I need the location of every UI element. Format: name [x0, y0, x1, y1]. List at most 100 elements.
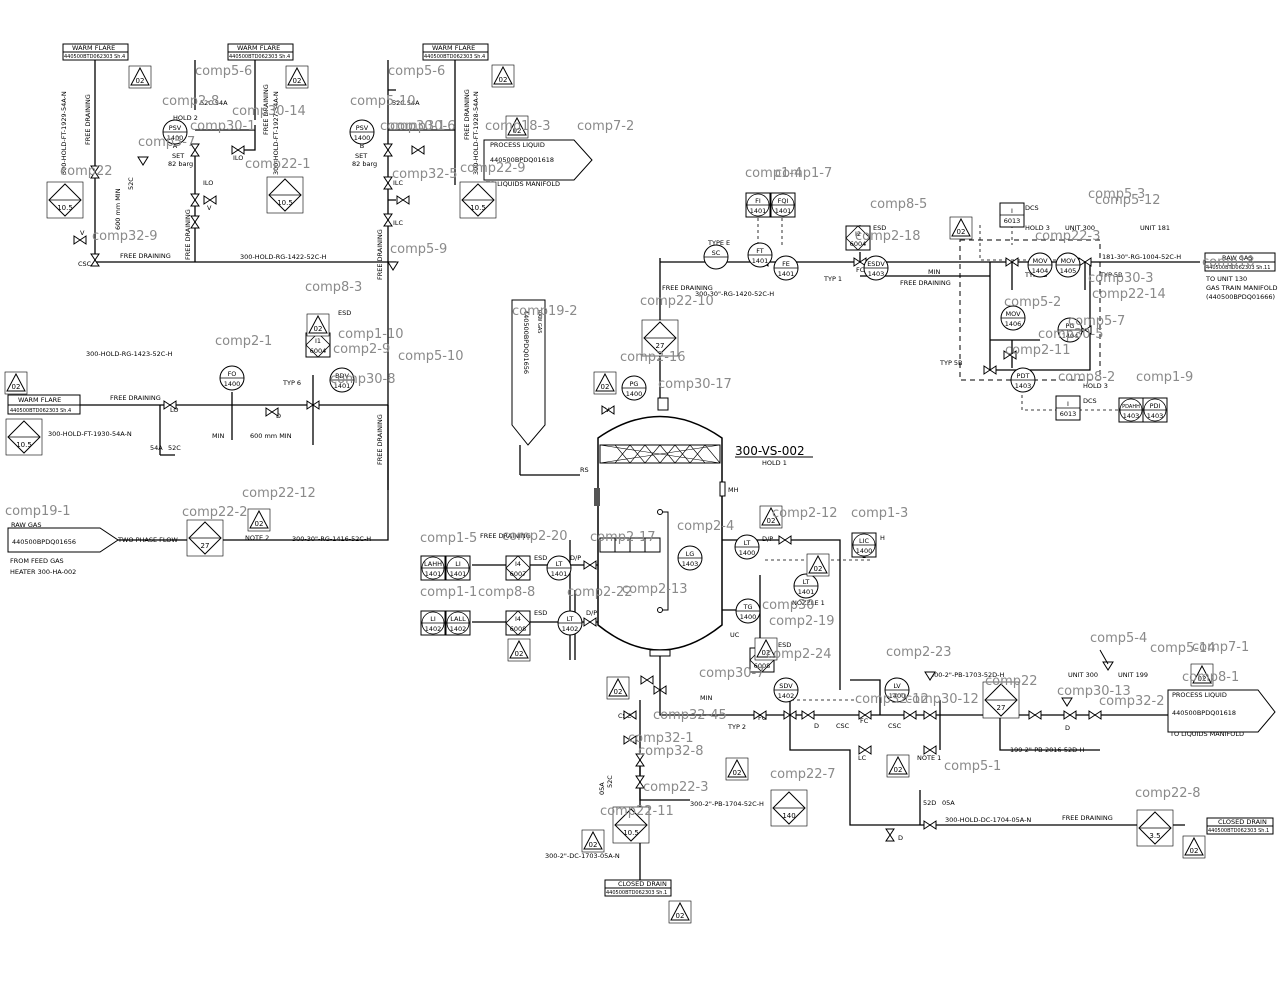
separator-vessel[interactable]: MH RS 300-VS-002 HOLD 1 V	[580, 397, 813, 657]
instrument-lt1402-num: 1402	[562, 625, 579, 633]
flag-27: 10.5	[5, 418, 43, 456]
warm-flare-4[interactable]: WARM FLARE 440500BTD062303 Sh.4	[7, 394, 81, 415]
instrument-ft-tag: FT	[756, 247, 764, 255]
flag-13: 02	[507, 638, 531, 662]
instrument-lt1401-tag: LT	[556, 560, 563, 568]
instrument-fe-num: 1401	[778, 270, 795, 278]
note-fd-9: FREE DRAINING	[900, 279, 951, 287]
note-min-2: MIN	[928, 268, 941, 276]
comp-label-text-17: comp1-7	[775, 166, 832, 181]
comp-label-text-65: comp2-11	[1005, 343, 1071, 358]
comp-label-7: comp30-1	[380, 119, 446, 134]
lo-1: LO	[170, 406, 179, 414]
unit-199: UNIT 199	[1118, 671, 1148, 679]
csc-1: CSC	[78, 260, 92, 268]
instrument-lahh-num: 1401	[425, 570, 442, 578]
process-liquid-2[interactable]: PROCESS LIQUID 440500BPDQ01618 TO LIQUID…	[1167, 689, 1276, 738]
comp-label-text-69: comp5-4	[1090, 631, 1147, 646]
comp-label-text-12: comp22-9	[460, 161, 526, 176]
spec-54a: 54A	[150, 444, 163, 452]
typ-1: TYP 1	[823, 275, 842, 283]
flag-text-22: 27	[201, 542, 210, 550]
comp-label-33: comp22-12	[242, 486, 316, 501]
ilc-1: ILC	[393, 179, 404, 187]
instrument-psv2-tag: PSV	[356, 124, 369, 132]
comp-label-10: comp7-2	[577, 119, 634, 134]
instrument-lt1401r-num: 1401	[798, 588, 815, 596]
comp-label-text-21: comp22-10	[640, 294, 714, 309]
comp-label-25: comp2-1	[215, 334, 272, 349]
raw-gas-in[interactable]: RAW GAS 440500BPDQ01656 FROM FEED GAS HE…	[7, 521, 119, 576]
flare2-title: WARM FLARE	[237, 44, 280, 52]
cd2-title: CLOSED DRAIN	[1218, 818, 1267, 826]
warm-flare-1[interactable]: WARM FLARE 440500BTD062303 Sh.4	[62, 43, 129, 61]
warm-flare-2[interactable]: WARM FLARE 440500BTD062303 Sh.4	[227, 43, 294, 61]
raw-gas-vertical[interactable]: 440500BPDQ01656 RAW GAS	[511, 299, 546, 446]
warm-flare-3[interactable]: WARM FLARE 440500BTD062303 Sh.4	[422, 43, 489, 61]
instrument-pg-num: 1400	[626, 390, 643, 398]
rs-label: RS	[580, 466, 589, 474]
rawgas-out-title: RAW GAS	[1222, 254, 1252, 262]
dp-3: D/P	[586, 609, 597, 617]
comp-label-text-64: comp30-5	[1038, 327, 1104, 342]
comp-label-text-8: comp30-6	[390, 119, 456, 134]
comp-label-51: comp32-8	[638, 744, 704, 759]
comp-label-53: comp22-3	[643, 780, 709, 795]
instrument-psv1-suffix: A	[173, 142, 178, 150]
rawgas-out-ref: 440500BTD062303 Sh.11	[1206, 265, 1270, 271]
instrument-pg1404-num: 1404	[1062, 332, 1079, 340]
valves[interactable]	[73, 143, 1114, 842]
process-liquid-1[interactable]: PROCESS LIQUID 440500BPDQ01618 TO LIQUID…	[483, 139, 593, 188]
dp-1: D/P	[762, 535, 773, 543]
comp-label-69: comp5-4	[1090, 631, 1147, 646]
line-l4: 300-HOLD-RG-1422-52C-H	[240, 253, 327, 261]
line-l5: 300-HOLD-RG-1423-52C-H	[86, 350, 173, 358]
closed-drain-1[interactable]: CLOSED DRAIN 440500BTD062303 Sh.1	[604, 879, 672, 897]
line-l8: 300-30"-RG-1420-52C-H	[695, 290, 774, 298]
comp-label-6: comp5-10	[350, 94, 416, 109]
comp-label-text-43: comp2-13	[622, 582, 688, 597]
closed-drain-2[interactable]: CLOSED DRAIN 440500BTD062303 Sh.1	[1206, 817, 1274, 835]
hold-3-a: HOLD 3	[1025, 224, 1050, 232]
instrument-sc[interactable]: SC	[703, 244, 729, 270]
esd-1: ESD	[873, 224, 886, 232]
raw-gas-out[interactable]: RAW GAS 440500BTD062303 Sh.11 TO UNIT 13…	[1204, 252, 1278, 301]
comp-label-74: comp32-2	[1099, 694, 1165, 709]
